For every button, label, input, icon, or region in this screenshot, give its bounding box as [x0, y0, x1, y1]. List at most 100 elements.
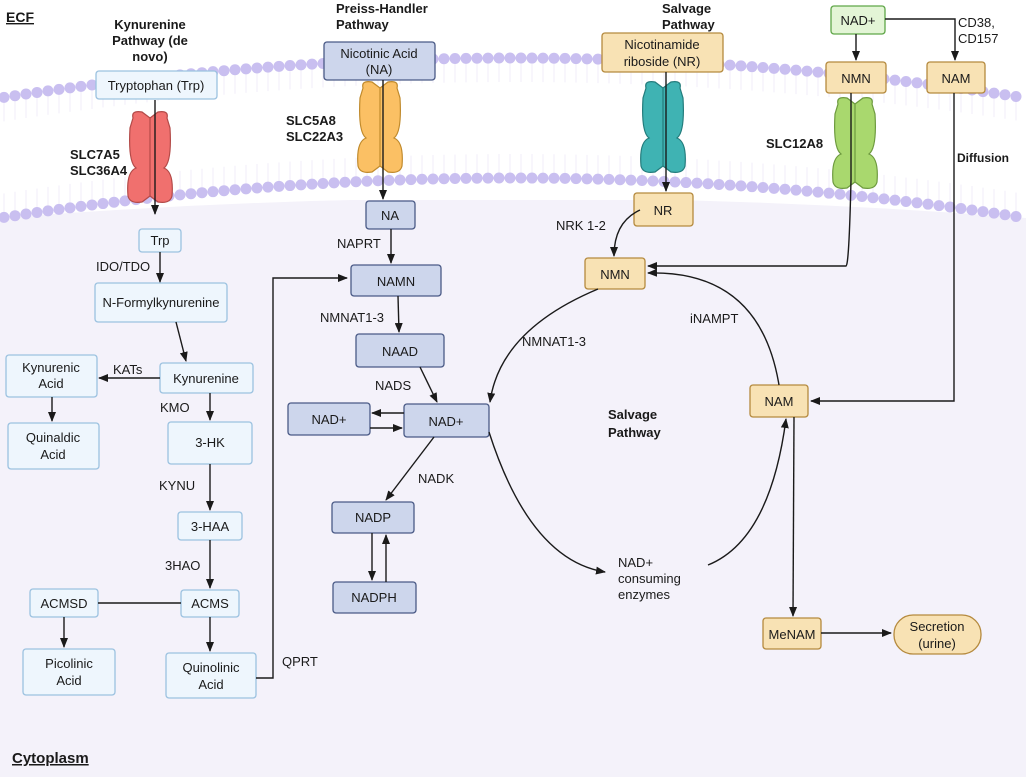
transporter-slc12a8 [832, 97, 878, 189]
cd38-label: CD38, [958, 15, 995, 30]
svg-text:Acid: Acid [56, 673, 81, 688]
membrane-bead [735, 180, 747, 192]
svg-text:Quinolinic: Quinolinic [182, 660, 240, 675]
membrane-bead [900, 195, 912, 207]
membrane-bead [108, 196, 120, 208]
membrane-bead [658, 175, 670, 187]
arrow-nam-diffusion [810, 93, 955, 405]
salvage-top-heading: Salvage Pathway [662, 1, 716, 32]
membrane-bead [570, 53, 582, 65]
kynurenine-pathway-heading: Kynurenine Pathway (de novo) [112, 17, 188, 64]
svg-text:NMN: NMN [841, 71, 871, 86]
svg-text:N-Formylkynurenine: N-Formylkynurenine [102, 295, 219, 310]
membrane-bead [1010, 210, 1022, 222]
membrane-bead [75, 200, 87, 212]
svg-text:(NA): (NA) [366, 62, 393, 77]
salvage-center-line-2: Pathway [608, 425, 662, 440]
salvage-center-line-1: Salvage [608, 407, 657, 422]
membrane-bead [999, 89, 1011, 101]
membrane-bead [757, 181, 769, 193]
membrane-bead [471, 52, 483, 64]
membrane-bead [427, 173, 439, 185]
enzyme-nads: NADS [375, 378, 411, 393]
svg-text:Kynurenine: Kynurenine [173, 371, 239, 386]
membrane-bead [537, 52, 549, 64]
membrane-bead [757, 61, 769, 73]
membrane-bead [779, 183, 791, 195]
slc12a8-label: SLC12A8 [766, 136, 823, 151]
arrow-quinolinic-namn [256, 274, 348, 679]
svg-text:NAAD: NAAD [382, 344, 418, 359]
node-ecf-nicotinamide-riboside: Nicotinamide riboside (NR) [601, 32, 724, 73]
membrane-bead [746, 181, 758, 193]
membrane-bead [185, 188, 197, 200]
transporter-slc5a8 [357, 81, 403, 173]
salvage-top-line-1: Salvage [662, 1, 711, 16]
membrane-bead [614, 174, 626, 186]
svg-text:NR: NR [654, 203, 673, 218]
cd157-label: CD157 [958, 31, 998, 46]
membrane-bead [526, 52, 538, 64]
membrane-bead [559, 52, 571, 64]
membrane-bead [306, 178, 318, 190]
membrane-bead [735, 60, 747, 72]
membrane-bead [416, 173, 428, 185]
enzyme-kynu: KYNU [159, 478, 195, 493]
svg-text:NAD+: NAD+ [618, 555, 653, 570]
membrane-bead [504, 52, 516, 64]
node-3-haa: 3-HAA [177, 511, 243, 541]
membrane-bead [86, 199, 98, 211]
membrane-bead [944, 201, 956, 213]
membrane-bead [801, 65, 813, 77]
enzyme-naprt: NAPRT [337, 236, 381, 251]
membrane-bead [53, 83, 65, 95]
arrow-namn-naad [394, 295, 403, 333]
node-secretion-urine: Secretion (urine) [893, 614, 982, 655]
enzyme-inampt: iNAMPT [690, 311, 738, 326]
enzyme-kats: KATs [113, 362, 143, 377]
membrane-bead [680, 177, 692, 189]
membrane-bead [174, 189, 186, 201]
transporter-nr [640, 81, 686, 173]
membrane-bead [988, 87, 1000, 99]
membrane-bead [966, 204, 978, 216]
membrane-bead [0, 211, 10, 223]
svg-text:NADP: NADP [355, 510, 391, 525]
arrow-nmn-nad [487, 288, 599, 403]
svg-text:Tryptophan (Trp): Tryptophan (Trp) [108, 78, 205, 93]
svg-text:NAM: NAM [942, 71, 971, 86]
membrane-bead [889, 74, 901, 86]
svg-text:Trp: Trp [150, 233, 169, 248]
membrane-bead [482, 172, 494, 184]
membrane-bead [262, 181, 274, 193]
arrow-nam-menam [789, 416, 798, 617]
membrane-bead [999, 209, 1011, 221]
kynurenine-heading-line-1: Kynurenine [114, 17, 186, 32]
slc7a5-label: SLC7A5 [70, 147, 120, 162]
membrane-bead [515, 52, 527, 64]
salvage-top-line-2: Pathway [662, 17, 716, 32]
membrane-bead [284, 60, 296, 72]
membrane-bead [97, 198, 109, 210]
membrane-bead [471, 172, 483, 184]
node-na: NA [365, 200, 416, 230]
membrane-bead [790, 64, 802, 76]
svg-text:Quinaldic: Quinaldic [26, 430, 81, 445]
arrow-nad-consuming [488, 431, 606, 575]
membrane-bead [240, 183, 252, 195]
membrane-bead [647, 175, 659, 187]
membrane-bead [669, 176, 681, 188]
membrane-bead [603, 173, 615, 185]
membrane-bead [218, 65, 230, 77]
membrane-bead [977, 206, 989, 218]
membrane-bead [724, 59, 736, 71]
membrane-bead [383, 174, 395, 186]
svg-text:(urine): (urine) [918, 636, 956, 651]
node-nadp: NADP [331, 501, 415, 534]
membrane-bead [251, 182, 263, 194]
membrane-bead [889, 194, 901, 206]
membrane-bead [31, 206, 43, 218]
membrane-bead [42, 205, 54, 217]
membrane-bead [878, 193, 890, 205]
svg-text:Nicotinamide: Nicotinamide [624, 37, 699, 52]
